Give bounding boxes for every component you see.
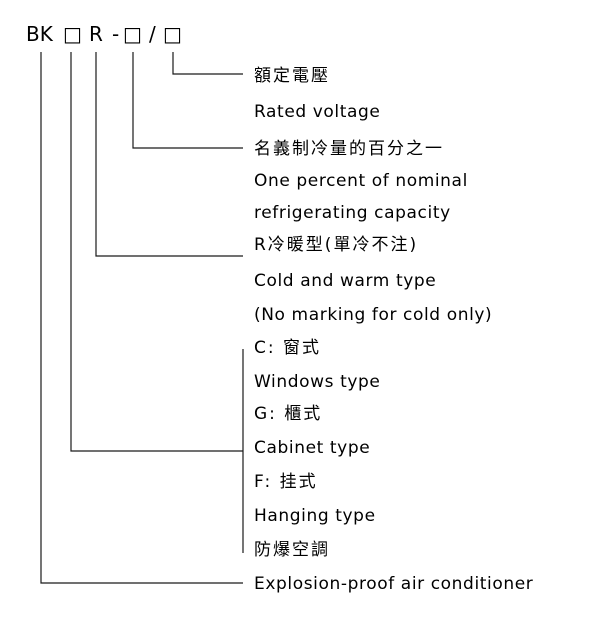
window-type-en: Windows type: [254, 372, 380, 392]
leader-type: [70, 52, 243, 452]
rated-voltage-en: Rated voltage: [254, 102, 381, 122]
leader-rated-voltage: [172, 52, 243, 75]
model-code: BK □ R - □ / □: [26, 22, 182, 46]
explosion-proof-cn: 防爆空調: [254, 540, 330, 560]
capacity-en-2: refrigerating capacity: [254, 203, 451, 223]
leader-lines: [40, 52, 244, 584]
capacity-cn: 名義制冷量的百分之一: [254, 139, 444, 159]
rated-voltage-cn: 額定電壓: [254, 66, 330, 86]
code-box-type: □: [63, 22, 82, 46]
cold-warm-en-2: (No marking for cold only): [254, 305, 492, 325]
cold-warm-en-1: Cold and warm type: [254, 271, 436, 291]
capacity-en-1: One percent of nominal: [254, 171, 468, 191]
code-dash: -: [112, 22, 119, 46]
explosion-proof-en: Explosion-proof air conditioner: [254, 574, 533, 594]
code-r: R: [89, 22, 103, 46]
leader-explosion-proof: [40, 52, 243, 584]
code-slash: /: [149, 22, 156, 46]
labels: 額定電壓 Rated voltage 名義制冷量的百分之一 One percen…: [254, 66, 533, 594]
code-box-capacity: □: [123, 22, 142, 46]
hanging-type-cn: F: 挂式: [254, 472, 318, 492]
hanging-type-en: Hanging type: [254, 506, 376, 526]
window-type-cn: C: 窗式: [254, 338, 321, 358]
code-prefix: BK: [26, 22, 54, 46]
leader-cold-warm: [95, 52, 243, 257]
code-box-voltage: □: [163, 22, 182, 46]
cabinet-type-en: Cabinet type: [254, 438, 370, 458]
leader-capacity: [132, 52, 243, 149]
cold-warm-cn: R冷暖型(單冷不注): [254, 235, 418, 255]
cabinet-type-cn: G: 櫃式: [254, 404, 322, 424]
